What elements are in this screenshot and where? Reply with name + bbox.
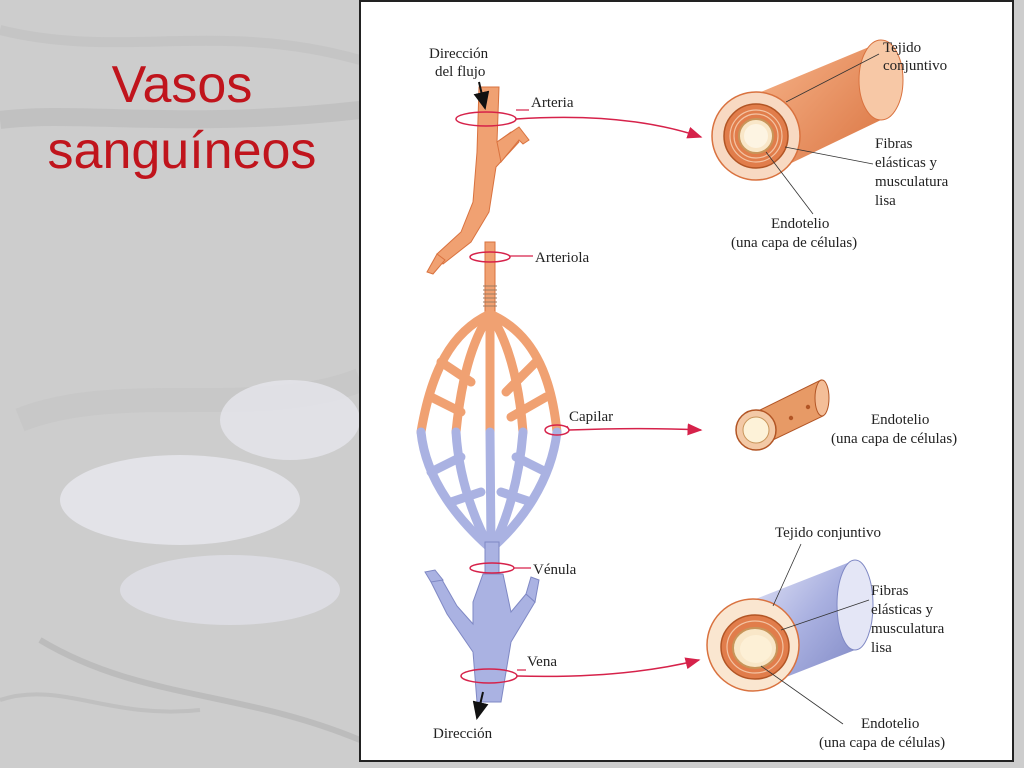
label-arteria: Arteria xyxy=(531,95,574,111)
capillary-endotelio-line-1: Endotelio xyxy=(871,412,929,428)
pointer-arrow-vena xyxy=(516,657,701,678)
blood-vessel-diagram: Dirección del flujo Dirección Arteria Ar… xyxy=(416,39,957,751)
vein-trunk xyxy=(430,573,536,703)
capillary-lumen xyxy=(742,416,770,444)
artery-leader-lines xyxy=(765,53,880,215)
artery-small-branch xyxy=(426,253,446,275)
vein-lumen xyxy=(740,635,772,663)
flow-direction-top-line-1: Dirección xyxy=(429,46,489,62)
flow-direction-top-line-2: del flujo xyxy=(435,64,485,80)
venule xyxy=(484,541,500,578)
capillary-cross-section xyxy=(735,379,830,451)
artery-fibras-line-3: musculatura xyxy=(875,174,949,190)
artery-lumen xyxy=(744,124,768,148)
capillary-network-arterial xyxy=(416,309,562,437)
title-line-1: Vasos xyxy=(111,56,253,114)
vein-endotelio-line-2: (una capa de células) xyxy=(819,735,945,751)
artery-cross-section xyxy=(711,39,904,181)
pointer-arrow-arteria xyxy=(515,116,703,139)
artery-tree xyxy=(426,86,530,313)
page-title: Vasos sanguíneos xyxy=(8,52,356,184)
title-line-2: sanguíneos xyxy=(47,122,317,180)
artery-fibras-line-2: elásticas y xyxy=(875,155,938,171)
vein-leader-lines xyxy=(760,543,870,725)
artery-tejido-line-2: conjuntivo xyxy=(883,58,947,74)
vein-fibras-line-1: Fibras xyxy=(871,583,909,599)
artery-tejido-line-1: Tejido xyxy=(883,40,921,56)
vein-fibras-line-2: elásticas y xyxy=(871,602,934,618)
pointer-arrow-capilar xyxy=(568,423,703,436)
capillary-network-venous xyxy=(416,427,562,552)
artery-fibras-line-4: lisa xyxy=(875,193,896,209)
vein-tejido: Tejido conjuntivo xyxy=(775,525,881,541)
artery-tube-end xyxy=(858,39,904,121)
artery-fibras-line-1: Fibras xyxy=(875,136,913,152)
vein-fibras-line-3: musculatura xyxy=(871,621,945,637)
vein-endotelio-line-1: Endotelio xyxy=(861,716,919,732)
artery-endotelio-line-1: Endotelio xyxy=(771,216,829,232)
label-arteriola: Arteriola xyxy=(535,250,589,266)
label-capilar: Capilar xyxy=(569,409,613,425)
label-venula: Vénula xyxy=(533,562,577,578)
vein-tree xyxy=(424,541,540,703)
arteriola-section-ring xyxy=(469,251,511,263)
diagram-panel: Dirección del flujo Dirección Arteria Ar… xyxy=(359,0,1014,762)
label-connectors xyxy=(510,109,570,671)
capillary-tube-end xyxy=(814,379,830,417)
flow-arrow-top xyxy=(473,81,490,110)
label-vena: Vena xyxy=(527,654,557,670)
flow-direction-bottom: Dirección xyxy=(433,726,493,742)
artery-branch xyxy=(496,126,530,164)
flow-arrow-bottom xyxy=(472,691,489,720)
artery-endotelio-line-2: (una capa de células) xyxy=(731,235,857,251)
arteriole-muscle-rings xyxy=(483,285,497,307)
vein-fibras-line-4: lisa xyxy=(871,640,892,656)
vein-branch-right xyxy=(525,576,540,603)
vein-branch-left xyxy=(424,569,444,583)
vein-cross-section xyxy=(706,559,874,692)
capillary-endotelio-line-2: (una capa de células) xyxy=(831,431,957,447)
